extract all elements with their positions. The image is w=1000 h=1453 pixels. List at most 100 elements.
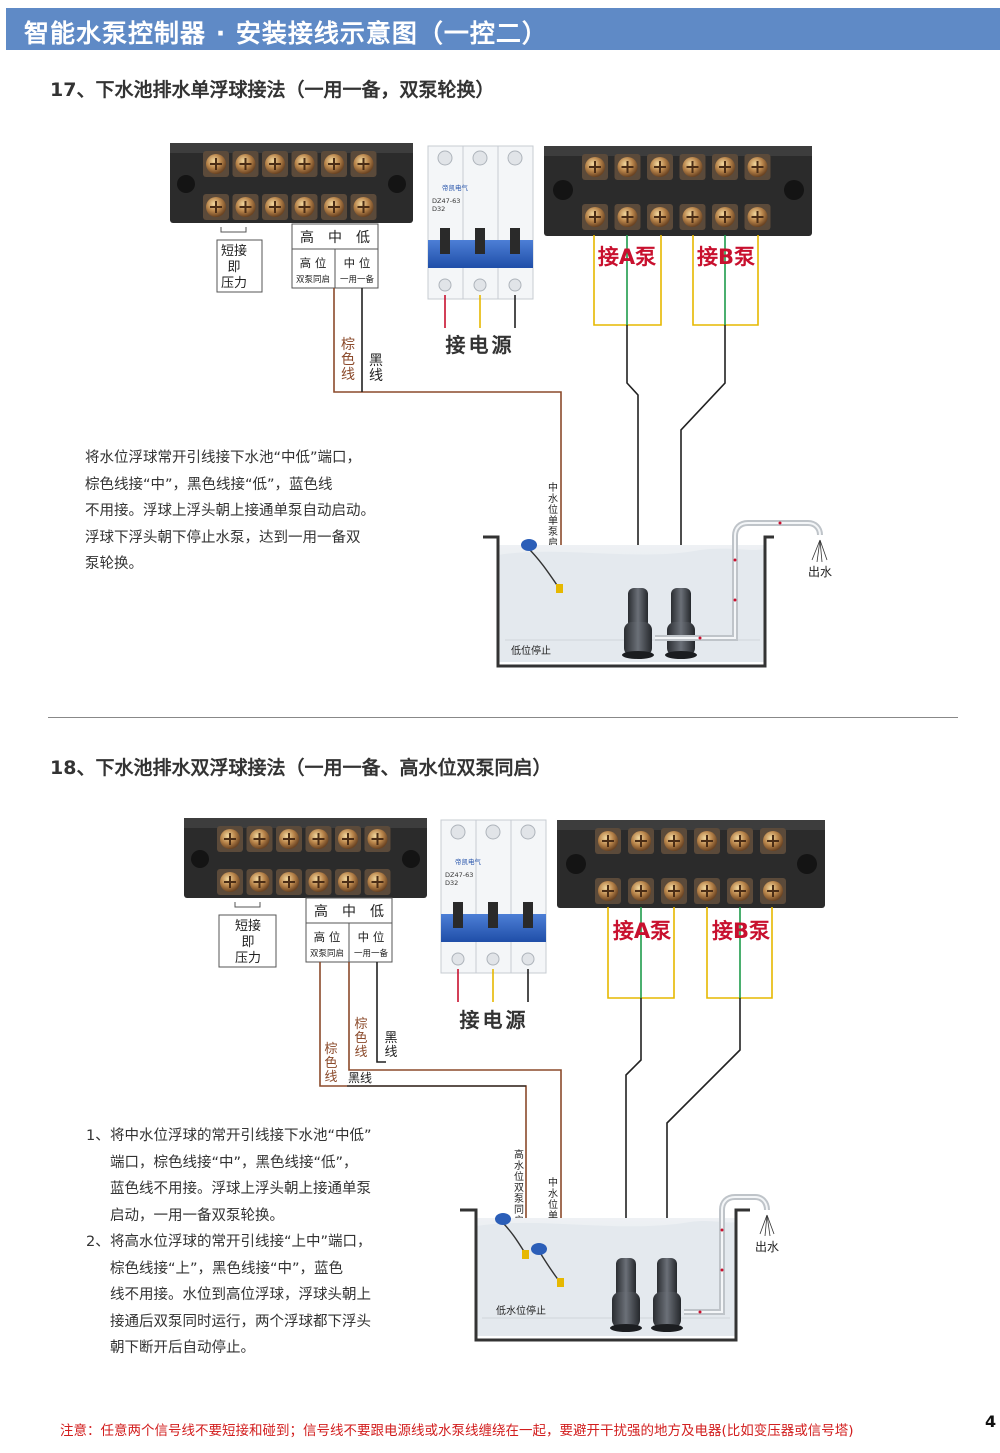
terminal-screw-icon <box>661 828 687 854</box>
terminal-screw-icon <box>582 154 608 180</box>
black-wire-18 <box>376 962 386 1063</box>
flow-arrow-icon <box>720 1268 724 1272</box>
flow-arrow-icon <box>698 636 702 640</box>
terminal-screw-icon <box>291 151 318 177</box>
water-spray-icon-18 <box>759 1214 775 1237</box>
terminal-screw-icon <box>694 878 720 904</box>
terminal-screw-icon <box>246 869 273 895</box>
terminal-screw-icon <box>217 826 243 852</box>
terminal-screw-icon <box>647 154 673 180</box>
outlet-pipe-inner-17 <box>655 522 821 639</box>
label-mid-pos: 中 位 <box>358 930 385 944</box>
breaker-17: 帝凯电气 DZ47-63 D32 <box>427 145 534 300</box>
outlet-label-18: 出水 <box>755 1240 779 1254</box>
terminal-screw-icon <box>582 204 608 230</box>
terminal-screw-icon <box>335 826 361 852</box>
instruction-line: 蓝色线不用接。浮球上浮头朝上接通单泵 <box>110 1181 371 1197</box>
black-wire-vertical-label-17: 黑线 <box>369 353 383 384</box>
terminal-screw-icon <box>305 826 332 852</box>
outlet-label-17: 出水 <box>808 565 832 579</box>
breaker-rating: D32 <box>432 205 445 213</box>
terminal-screw-icon <box>595 878 621 904</box>
high-float-vertical-label-18: 高水位双泵同启 <box>514 1148 524 1227</box>
instruction-item: 1、 将中水位浮球的常开引线接下水池“中低” 端口，棕色线接“中”，黑色线接“低… <box>86 1123 372 1229</box>
brown-wire-vertical-label-18a: 棕色线 <box>324 1042 337 1085</box>
label-high-pos: 高 位 <box>300 256 327 270</box>
label-one-standby: 一用一备 <box>354 948 389 959</box>
breaker-18: 帝凯电气 DZ47-63 D32 <box>440 819 547 974</box>
controller-terminal-left-18 <box>184 818 427 898</box>
breaker-model: DZ47-63 <box>445 871 473 879</box>
pump-a-label: 接A泵 <box>598 245 656 269</box>
float-ball-icon-17a <box>521 539 537 551</box>
tank-18 <box>460 1208 750 1342</box>
pump-terminal-right-18 <box>557 820 825 908</box>
terminal-screw-icon <box>246 826 273 852</box>
breaker-rating: D32 <box>445 879 458 887</box>
terminal-screw-icon <box>727 828 753 854</box>
terminal-labels-18: 短接 即 压力 高 中 低 高 位 双泵同启 中 位 一用一备 <box>235 903 389 966</box>
vertical-label-text: 黑线 <box>369 353 383 384</box>
instruction-line: 端口，棕色线接“中”，黑色线接“低”， <box>110 1154 358 1171</box>
terminal-screw-icon <box>364 826 391 852</box>
flow-arrow-icon <box>778 521 782 525</box>
low-stop-label-17: 低位停止 <box>511 644 551 657</box>
terminal-screw-icon <box>712 154 738 180</box>
terminal-screw-icon <box>217 869 243 895</box>
label-mid: 中 <box>342 904 356 920</box>
pump-b-label: 接B泵 <box>712 919 770 943</box>
instruction-line: 线不用接。水位到高位浮球，浮球头朝上 <box>110 1287 371 1303</box>
low-stop-label-18: 低水位停止 <box>496 1304 546 1317</box>
label-low: 低 <box>370 904 384 920</box>
terminal-screw-icon <box>350 151 377 177</box>
label-mid: 中 <box>328 230 342 246</box>
pump-wires-18 <box>607 907 773 1262</box>
terminal-screw-icon <box>744 204 771 230</box>
brown-wire-17 <box>333 288 562 590</box>
brown-wire-vertical-label-18b: 棕色线 <box>354 1017 367 1060</box>
terminal-labels-17: 短接 即 压力 高 中 低 高 位 双泵同启 中 位 一用一备 <box>221 229 375 291</box>
terminal-screw-icon <box>595 828 621 854</box>
flow-arrow-icon <box>733 558 737 562</box>
brown-wire-18-mid <box>348 962 562 1280</box>
terminal-screw-icon <box>203 194 229 220</box>
instruction-line: 接通后双泵同时运行，两个浮球都下浮头 <box>110 1313 371 1330</box>
terminal-screw-icon <box>305 869 332 895</box>
label-pressure: 压力 <box>235 951 261 966</box>
terminal-screw-icon <box>276 869 302 895</box>
label-ji: 即 <box>241 935 254 950</box>
instruction-item: 2、 将高水位浮球的常开引线接“上中”端口， 棕色线接“上”，黑色线接“中”，蓝… <box>86 1229 372 1362</box>
pump-wires-17 <box>593 235 759 592</box>
terminal-screw-icon <box>291 194 318 220</box>
terminal-screw-icon <box>679 204 706 230</box>
terminal-screw-icon <box>350 194 377 220</box>
black-wire-horizontal-label-18: 黑线 <box>348 1071 372 1085</box>
terminal-screw-icon <box>335 869 361 895</box>
pump-icon-18a <box>610 1258 642 1332</box>
label-ji: 即 <box>227 260 240 275</box>
desc-line: 泵轮换。 <box>85 556 143 572</box>
terminal-screw-icon <box>614 204 641 230</box>
float-weight-icon-17 <box>556 584 563 593</box>
label-both-start: 双泵同启 <box>310 948 344 959</box>
breaker-model: DZ47-63 <box>432 197 460 205</box>
instruction-line: 棕色线接“上”，黑色线接“中”，蓝色 <box>110 1260 344 1277</box>
terminal-screw-icon <box>262 194 288 220</box>
float-ball-icon-18a <box>495 1213 511 1225</box>
terminal-screw-icon <box>321 194 347 220</box>
terminal-screw-icon <box>679 154 706 180</box>
terminal-screw-icon <box>628 878 654 904</box>
breaker-brand: 帝凯电气 <box>455 857 482 866</box>
power-label: 接电源 <box>460 1008 529 1032</box>
terminal-screw-icon <box>232 151 259 177</box>
terminal-screw-icon <box>760 828 786 854</box>
terminal-screw-icon <box>760 878 786 904</box>
page-title: 智能水泵控制器 · 安装接线示意图（一控二） <box>24 19 548 48</box>
vertical-label-text: 棕色线 <box>341 337 355 383</box>
label-short: 短接 <box>235 918 261 934</box>
water-spray-icon-17 <box>811 539 828 563</box>
header-bar: 智能水泵控制器 · 安装接线示意图（一控二） <box>6 8 1000 50</box>
terminal-screw-icon <box>694 828 720 854</box>
black-wire-vertical-label-18: 黑线 <box>384 1031 397 1060</box>
